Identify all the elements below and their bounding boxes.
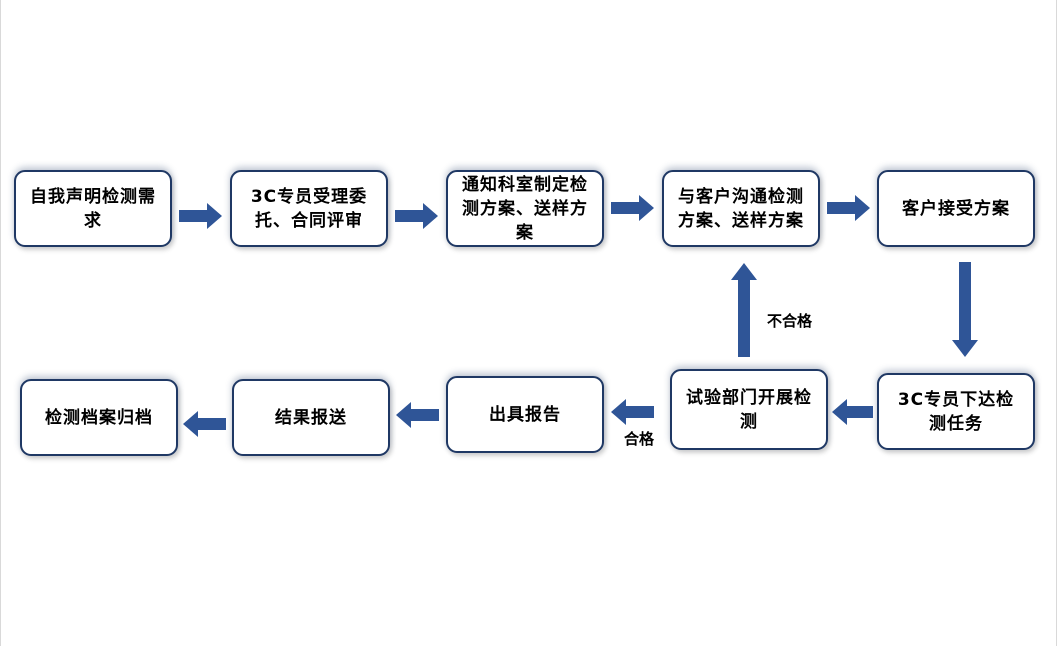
fail-label: 不合格 [767,312,813,330]
arrow-right-icon [179,203,222,229]
node-deliver-result: 结果报送 [232,379,390,456]
arrow-left-icon [396,402,439,428]
arrow-down-icon [952,262,978,357]
node-customer-accepts: 客户接受方案 [877,170,1035,247]
node-self-declaration: 自我声明检测需求 [14,170,172,247]
arrow-left-icon [611,399,654,425]
arrow-right-icon [827,195,870,221]
node-label: 自我声明检测需求 [30,186,156,231]
node-issue-report: 出具报告 [446,376,604,453]
node-acceptance-review: 3C专员受理委托、合同评审 [230,170,388,247]
node-testing: 试验部门开展检测 [670,369,828,450]
node-label: 3C专员受理委托、合同评审 [250,186,368,231]
node-lab-plan: 通知科室制定检测方案、送样方案 [446,170,604,247]
node-label: 客户接受方案 [902,198,1010,219]
node-customer-communication: 与客户沟通检测方案、送样方案 [662,170,820,247]
arrow-up-icon [731,263,757,357]
node-assign-task: 3C专员下达检测任务 [877,373,1035,450]
node-label: 通知科室制定检测方案、送样方案 [462,174,588,243]
node-label: 检测档案归档 [45,407,153,428]
node-archive: 检测档案归档 [20,379,178,456]
node-label: 出具报告 [489,404,561,425]
arrow-left-icon [832,399,873,425]
node-label: 3C专员下达检测任务 [897,389,1015,434]
node-label: 与客户沟通检测方案、送样方案 [678,186,804,231]
frame-left-border [0,0,1,646]
arrow-right-icon [395,203,438,229]
arrow-left-icon [183,411,226,437]
pass-label: 合格 [624,430,655,448]
node-label: 试验部门开展检测 [686,387,812,432]
node-label: 结果报送 [275,407,347,428]
arrow-right-icon [611,195,654,221]
